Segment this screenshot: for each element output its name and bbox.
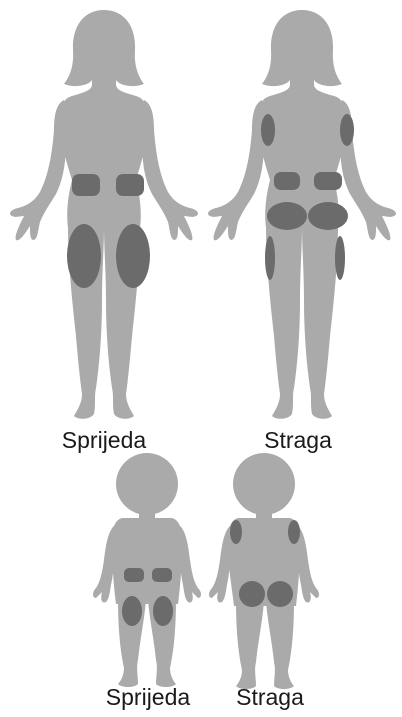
child-front-arm-left [93,524,118,603]
child-back-zone-buttock-right [267,581,293,607]
child-back-label: Straga [200,684,340,710]
child-back-zone-buttock-left [239,581,265,607]
child-front-zone-thigh-left [122,596,142,626]
adult-back-zone-buttock-right [308,202,348,230]
child-back-head [233,453,295,515]
adult-front-label: Sprijeda [34,427,174,453]
adult-front-arm-right [142,100,198,240]
adult-back-head [262,10,342,88]
child-front-zone-abdomen-right [152,568,172,582]
adult-front-zone-thigh-right [116,224,150,288]
adult-front-arm-left [10,100,66,240]
adult-front-zone-abdomen-right [116,174,144,196]
adult-back-zone-upper-arm-right [340,114,354,146]
adult-front-figure [10,10,198,419]
adult-back-zone-upper-arm-left [261,114,275,146]
adult-back-zone-lower-back-left [274,172,300,190]
child-front-label: Sprijeda [78,684,218,710]
child-back-figure [209,453,319,689]
child-back-arm-left [209,524,234,603]
child-back-leg-left [236,602,264,689]
adult-back-zone-outer-thigh-right [335,236,345,280]
adult-front-head [64,10,144,88]
child-front-head [116,453,178,515]
adult-front-zone-abdomen-left [72,174,100,196]
adult-back-leg-right [302,226,338,419]
child-front-torso [112,518,182,604]
adult-back-zone-buttock-left [267,202,307,230]
adult-front-torso [60,84,148,228]
adult-back-zone-lower-back-right [314,172,342,190]
adult-back-arm-left [208,100,264,240]
child-front-figure [93,453,201,687]
child-front-arm-right [176,524,201,603]
child-back-zone-upper-arm-right [288,520,300,544]
child-back-leg-right [266,602,294,689]
child-back-zone-upper-arm-left [230,520,242,544]
adult-back-label: Straga [228,427,368,453]
adult-back-zone-outer-thigh-left [265,236,275,280]
adult-front-zone-thigh-left [67,224,101,288]
child-front-zone-thigh-right [153,596,173,626]
child-front-zone-abdomen-left [124,568,144,582]
